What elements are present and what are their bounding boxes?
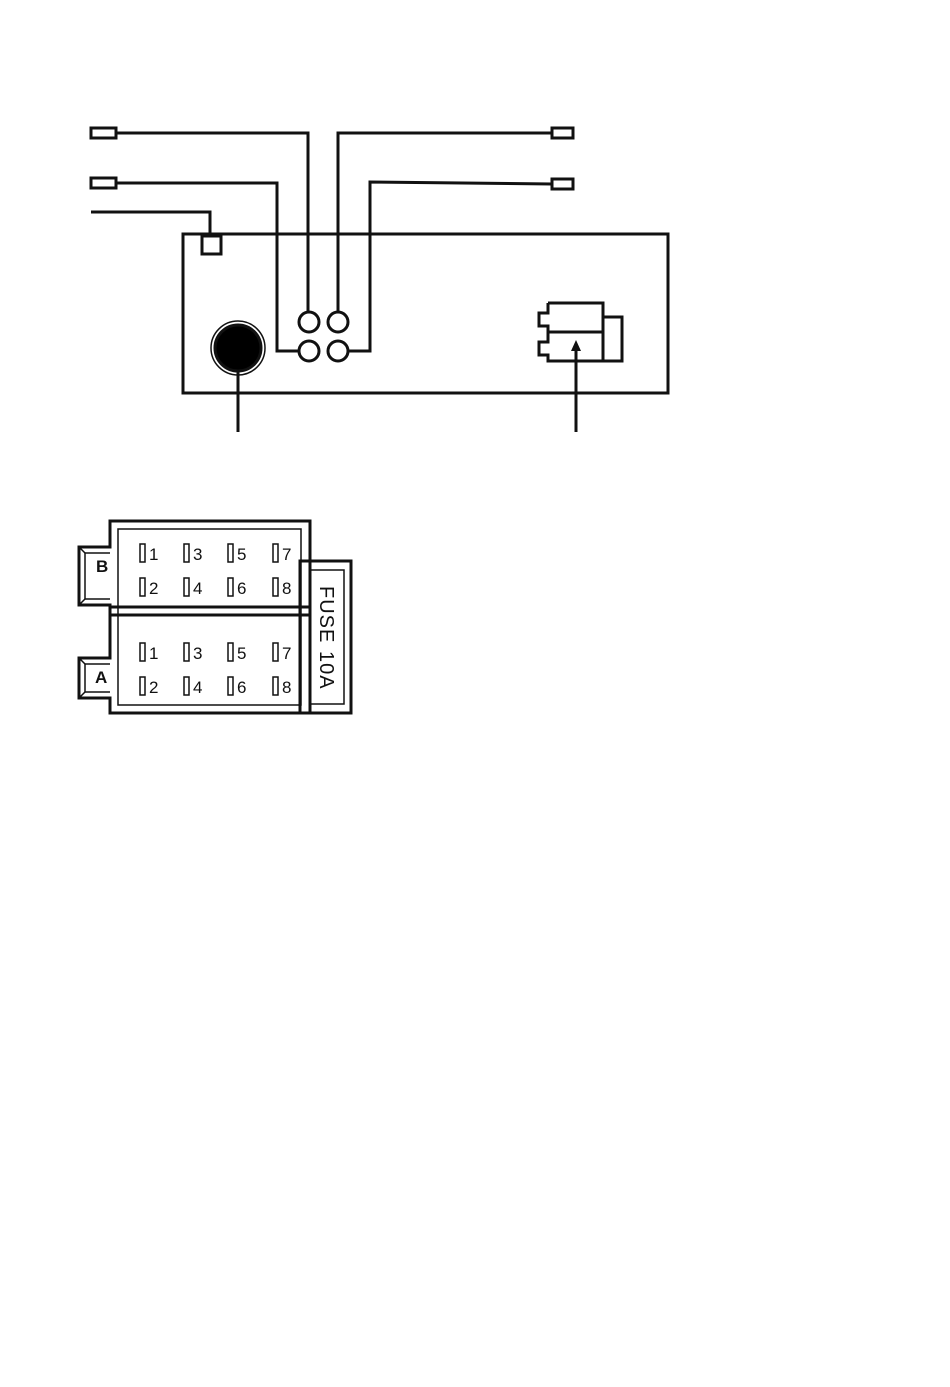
pin-slot <box>140 677 145 695</box>
pin-slot <box>184 677 189 695</box>
pin-number: 7 <box>282 644 291 663</box>
rca-leads <box>116 133 552 351</box>
fuse-label: FUSE <box>315 586 337 643</box>
rca-jack-bottom-left <box>299 341 319 361</box>
pin-slot <box>184 643 189 661</box>
connector-b-label: B <box>96 557 108 576</box>
lead-terminal-1 <box>91 128 116 138</box>
pin-number: 1 <box>149 644 158 663</box>
pin-number: 1 <box>149 545 158 564</box>
pin-slot <box>140 643 145 661</box>
rca-jack-top-right <box>328 312 348 332</box>
iso-socket <box>539 303 622 361</box>
connector-a-label: A <box>95 668 107 687</box>
pin-number: 6 <box>237 678 246 697</box>
pin-slot <box>273 677 278 695</box>
rca-jack-bottom-right <box>328 341 348 361</box>
rca-jack-top-left <box>299 312 319 332</box>
lead-terminal-4 <box>552 179 573 189</box>
pin-slot <box>273 544 278 562</box>
fuse-rating: 10A <box>315 651 337 690</box>
connector-b-tab <box>79 547 110 605</box>
connector-a-pins: 1 2 3 4 5 6 7 8 <box>140 643 291 697</box>
pin-slot <box>228 578 233 596</box>
pin-number: 8 <box>282 579 291 598</box>
pin-number: 2 <box>149 579 158 598</box>
pin-number: 5 <box>237 545 246 564</box>
pin-number: 7 <box>282 545 291 564</box>
pin-number: 2 <box>149 678 158 697</box>
iso-socket-arrow <box>571 340 581 351</box>
antenna-socket <box>215 325 261 371</box>
aux-wire-grommet <box>202 236 221 254</box>
pin-slot <box>228 643 233 661</box>
pin-slot <box>273 578 278 596</box>
lead-terminal-3 <box>552 128 573 138</box>
pin-slot <box>184 544 189 562</box>
pin-slot <box>140 544 145 562</box>
aux-wire <box>91 212 210 236</box>
pin-slot <box>228 677 233 695</box>
pin-number: 5 <box>237 644 246 663</box>
pin-number: 4 <box>193 579 202 598</box>
lead-terminal-2 <box>91 178 116 188</box>
connector-b-pins: 1 2 3 4 5 6 7 8 <box>140 544 291 598</box>
pin-number: 4 <box>193 678 202 697</box>
pin-slot <box>228 544 233 562</box>
pin-number: 3 <box>193 644 202 663</box>
pin-number: 3 <box>193 545 202 564</box>
pin-number: 8 <box>282 678 291 697</box>
pin-slot <box>184 578 189 596</box>
pin-slot <box>140 578 145 596</box>
pin-slot <box>273 643 278 661</box>
pin-number: 6 <box>237 579 246 598</box>
